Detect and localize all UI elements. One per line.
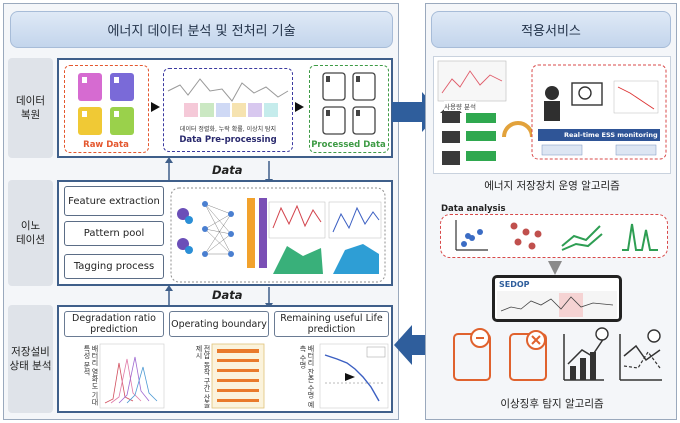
raw-data-box: Raw Data [64, 65, 149, 153]
anomaly-caption: 이상징후 탐지 알고리즘 [500, 398, 604, 410]
sedop-screen-chart [497, 291, 617, 319]
feature-extraction-box: Feature extraction [64, 186, 164, 216]
left-header: 에너지 데이터 분석 및 전처리 기술 [10, 11, 393, 48]
anomaly-icons [453, 327, 662, 381]
data-label-2: Data [212, 288, 243, 302]
rul-desc: 배터리 잔존 수명 예측 수명 [299, 345, 315, 408]
operating-boundary-desc: 전압 동작 구간 산출 제시 [195, 345, 211, 408]
processed-data-box: Processed Data [309, 65, 389, 153]
ess-caption: 에너지 저장장치 운영 알고리즘 [484, 180, 620, 192]
right-header: 적용서비스 [431, 11, 671, 48]
arrow-right-icon [151, 102, 160, 112]
preprocessing-chart-icon [167, 78, 289, 117]
data-analysis-icons [455, 220, 658, 251]
sedop-tablet: SEDOP [492, 275, 622, 322]
degradation-title: Degradation ratio prediction [64, 311, 164, 337]
side-label-annotation: 이노 테이션 [8, 180, 53, 286]
tagging-process-box: Tagging process [64, 254, 164, 279]
sedop-logo: SEDOP [499, 280, 530, 289]
pattern-pool-box: Pattern pool [64, 221, 164, 246]
raw-data-label: Raw Data [83, 140, 129, 150]
ess-illustration [437, 60, 667, 165]
side-label-restore: 데이터 복원 [8, 58, 53, 158]
degradation-chart [99, 343, 165, 409]
preprocessing-label: Data Pre-processing [179, 135, 277, 145]
ess-service-panel: 사용량 분석 Real-time ESS monitoring [433, 56, 671, 174]
data-analysis-box [440, 214, 668, 258]
analysis-row: Degradation ratio prediction Operating b… [57, 305, 393, 413]
rul-title: Remaining useful Life prediction [274, 311, 389, 337]
data-analysis-label: Data analysis [441, 204, 506, 214]
restore-row: Raw Data 데이터 정렬화, 누락 확률, 이상치 탐지 Data Pre… [57, 58, 393, 158]
data-label-1: Data [212, 163, 243, 177]
arrow-right-icon [295, 102, 304, 112]
arrow-down-icon [548, 261, 562, 275]
annotation-row: Feature extraction Pattern pool Tagging … [57, 180, 393, 286]
neural-network-illustration [170, 187, 386, 283]
operating-boundary-title: Operating boundary [169, 311, 269, 337]
side-label-analysis: 저장설비 상태 분석 [8, 305, 53, 413]
ess-tag-monitoring: Real-time ESS monitoring [564, 131, 658, 139]
processed-data-files-icon [322, 72, 376, 135]
processed-data-label: Processed Data [311, 140, 386, 150]
preprocessing-caption: 데이터 정렬화, 누락 확률, 이상치 탐지 [179, 126, 277, 133]
preprocessing-box: 데이터 정렬화, 누락 확률, 이상치 탐지 Data Pre-processi… [163, 68, 293, 152]
rul-chart [319, 343, 389, 409]
operating-boundary-table [211, 343, 265, 409]
raw-data-files-icon [78, 73, 134, 135]
ess-tag-usage: 사용량 분석 [444, 101, 476, 111]
degradation-desc: 배터리 열화도 기대 특성 분석 [83, 345, 99, 406]
